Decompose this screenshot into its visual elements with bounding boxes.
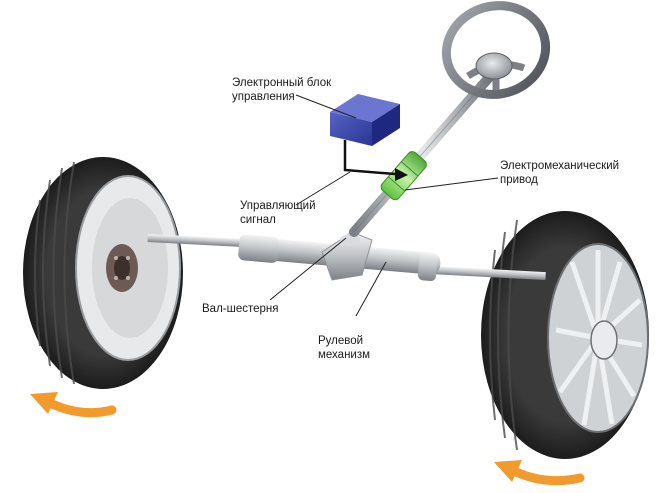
label-actuator-line1: Электромеханический [500, 160, 620, 172]
label-signal-line1: Управляющий [240, 200, 316, 212]
right-turn-arrow-icon [494, 460, 585, 486]
label-steering-gear: Рулевой механизм [318, 334, 370, 362]
label-ecu-line1: Электронный блок [232, 77, 332, 89]
label-rack-line2: механизм [318, 349, 371, 361]
label-rack-line1: Рулевой [318, 335, 364, 347]
left-turn-arrow-icon [30, 392, 117, 418]
label-ecu: Электронный блок управления [232, 76, 331, 104]
label-actuator: Электромеханический привод [500, 159, 619, 187]
label-signal-line2: сигнал [240, 214, 276, 226]
tie-rods [147, 233, 546, 281]
steering-column [349, 69, 497, 237]
ecu-block [330, 94, 400, 146]
label-pinion-line1: Вал-шестерня [202, 303, 279, 315]
label-pinion-shaft: Вал-шестерня [202, 302, 279, 316]
steering-wheel [441, 1, 551, 99]
right-wheel [481, 211, 649, 459]
label-actuator-line2: привод [500, 174, 538, 186]
label-control-signal: Управляющий сигнал [240, 199, 316, 227]
pinion-housing [321, 231, 373, 281]
leader-lines [269, 94, 499, 317]
label-ecu-line2: управления [232, 91, 295, 103]
left-wheel [23, 157, 183, 389]
control-signal-arrow [343, 140, 408, 181]
